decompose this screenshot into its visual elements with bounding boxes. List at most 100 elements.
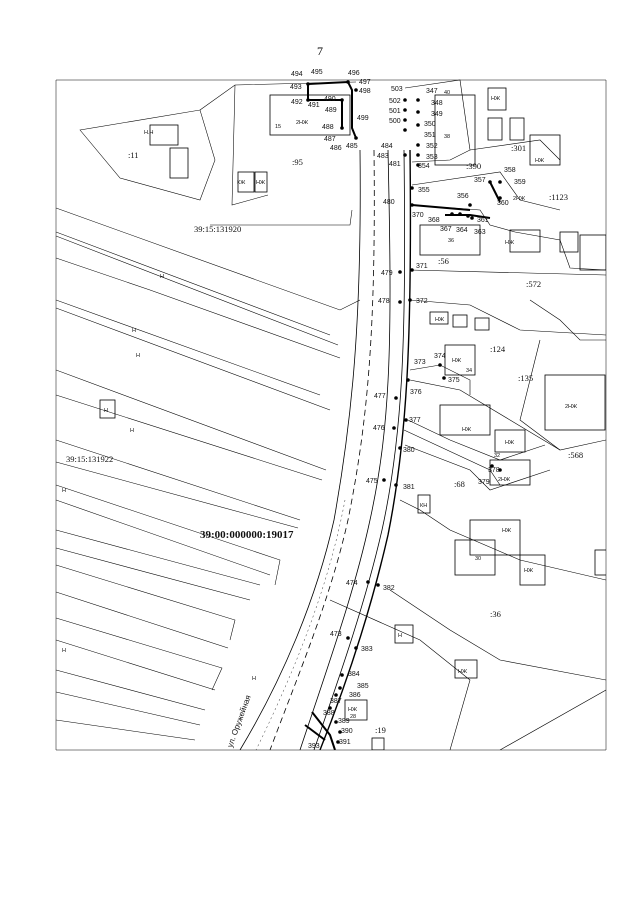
point-label: 360 <box>497 200 509 207</box>
point-label: 490 <box>324 96 336 103</box>
building-labels: Н.Н 15 2НЖ КЖ НЖ 40 38 НЖ НЖ 2НЖ 36 НЖ Н… <box>62 90 577 720</box>
point-label: 350 <box>424 121 436 128</box>
point-label: 485 <box>346 143 358 150</box>
point-label: 347 <box>426 88 438 95</box>
parcel-label: :56 <box>438 256 449 266</box>
point-label: 480 <box>383 199 395 206</box>
point-label: 374 <box>434 353 446 360</box>
point-label: 489 <box>325 107 337 114</box>
parcel-label: :124 <box>490 344 506 354</box>
parcel-label: :11 <box>128 150 139 160</box>
building-label: Н <box>136 353 140 359</box>
point-label: 355 <box>418 187 430 194</box>
building-label: 2НЖ <box>513 196 525 202</box>
building-label: 2НЖ <box>296 120 308 126</box>
parcel-label: :1123 <box>549 192 568 202</box>
point-label: 381 <box>403 484 415 491</box>
building-label: 36 <box>448 238 454 244</box>
building-label: 2НЖ <box>565 404 577 410</box>
point-label: 481 <box>389 161 401 168</box>
building-label: НЖ <box>524 568 533 574</box>
parcel-lines-right <box>329 79 606 750</box>
point-label: 503 <box>391 86 403 93</box>
buildings <box>99 87 606 750</box>
point-label: 479 <box>381 270 393 277</box>
point-label: 488 <box>322 124 334 131</box>
point-label: 486 <box>330 145 342 152</box>
point-label: 364 <box>456 227 468 234</box>
point-label: 389 <box>338 718 350 725</box>
point-label: 349 <box>431 111 443 118</box>
building-label: 2НЖ <box>498 477 510 483</box>
building-label: НЖ <box>348 707 357 713</box>
building-label: НЖ <box>256 180 265 186</box>
page-number: 7 <box>317 44 323 58</box>
building-label: 15 <box>275 124 281 130</box>
point-label: 379 <box>478 479 490 486</box>
point-label: 354 <box>418 163 430 170</box>
point-label: 352 <box>426 143 438 150</box>
building-label: КН <box>420 503 427 509</box>
point-label: 363 <box>474 229 486 236</box>
point-label: 361 <box>477 217 489 224</box>
parcel-label: :36 <box>490 609 501 619</box>
building-label: Н <box>398 633 402 639</box>
point-label: 356 <box>457 193 469 200</box>
parcel-label: :301 <box>511 143 526 153</box>
point-label: 502 <box>389 98 401 105</box>
point-label: 498 <box>359 88 371 95</box>
building-label: НЖ <box>452 358 461 364</box>
point-label: 491 <box>308 102 320 109</box>
point-label: 382 <box>383 585 395 592</box>
point-label: 391 <box>339 739 351 746</box>
point-label: 477 <box>374 393 386 400</box>
point-label: 393 <box>308 743 320 750</box>
survey-point-dots <box>306 80 502 744</box>
building-label: 34 <box>466 368 472 374</box>
point-label: 478 <box>378 298 390 305</box>
point-label: 474 <box>346 580 358 587</box>
point-label: 351 <box>424 132 436 139</box>
point-label: 359 <box>514 179 526 186</box>
parcel-label: :568 <box>568 450 583 460</box>
point-label: 348 <box>431 100 443 107</box>
point-label: 383 <box>361 646 373 653</box>
road-orujeinaya <box>239 149 412 750</box>
point-label: 496 <box>348 70 360 77</box>
point-label: 353 <box>426 154 438 161</box>
point-label: 492 <box>291 99 303 106</box>
point-label: 484 <box>381 143 393 150</box>
point-label: 487 <box>324 136 336 143</box>
building-label: 28 <box>350 714 356 720</box>
point-label: 368 <box>428 217 440 224</box>
point-label: 385 <box>357 683 369 690</box>
point-label: 495 <box>311 69 323 76</box>
building-label: Н <box>160 274 164 280</box>
point-label: 390 <box>341 728 353 735</box>
building-label: 30 <box>475 556 481 562</box>
point-label: 387 <box>330 698 342 705</box>
point-label: 500 <box>389 118 401 125</box>
parcel-label: :572 <box>526 279 541 289</box>
building-label: 32 <box>494 453 500 459</box>
point-label: 370 <box>412 212 424 219</box>
point-label: 376 <box>410 389 422 396</box>
point-label: 497 <box>359 79 371 86</box>
survey-boundary <box>304 80 501 750</box>
building-label: НЖ <box>535 158 544 164</box>
point-label: 473 <box>330 631 342 638</box>
lot-lines-left <box>56 81 361 741</box>
point-label: 483 <box>377 153 389 160</box>
building-label: 38 <box>444 134 450 140</box>
point-label: 501 <box>389 108 401 115</box>
point-label: 476 <box>373 425 385 432</box>
building-label: Н <box>252 676 256 682</box>
building-label: Н <box>130 428 134 434</box>
point-label: 378 <box>488 467 500 474</box>
point-label: 372 <box>416 298 428 305</box>
point-label: 384 <box>348 671 360 678</box>
parcel-labels: :11 :95 :390 :301 :1123 :56 :572 :124 :1… <box>128 143 583 735</box>
building-label: НЖ <box>502 528 511 534</box>
point-label: 375 <box>448 377 460 384</box>
point-label: 494 <box>291 71 303 78</box>
